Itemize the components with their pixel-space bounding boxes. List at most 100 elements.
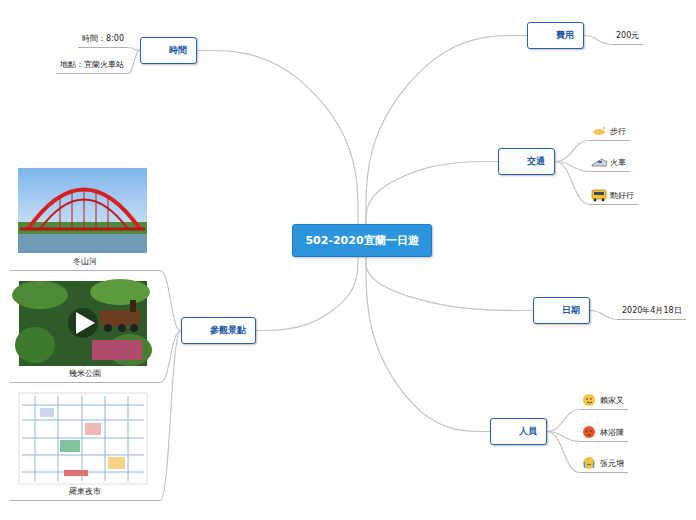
branch-line [547, 410, 580, 432]
node-text: 費用 [556, 29, 574, 42]
park-photo [100, 310, 140, 326]
subtopic: 勁好行 [590, 188, 638, 205]
node-text: 步行 [610, 126, 626, 137]
bus-icon [592, 190, 606, 201]
map-picture [40, 408, 54, 417]
branch-box: 費用 [527, 22, 584, 49]
branch-line [547, 432, 580, 473]
branch-line [366, 257, 533, 311]
map-picture [22, 420, 144, 421]
node-text: 幾米公園 [14, 368, 156, 379]
bridge-photo [28, 190, 140, 230]
bus-icon [592, 190, 606, 199]
picture-caption: 幾米公園 [10, 366, 160, 383]
branch-line [128, 51, 140, 74]
map-picture [105, 396, 106, 481]
node-text: 羅東夜市 [14, 486, 156, 497]
node-text: 交通 [527, 155, 545, 168]
train-icon [598, 161, 602, 163]
face-icon [583, 426, 595, 438]
branch-line [256, 257, 358, 331]
face-icon [587, 402, 592, 403]
node-text: 日期 [562, 304, 580, 317]
subtopic: 200元 [612, 28, 643, 45]
node-text: 人員 [519, 425, 537, 438]
node-text: 2020年4月18日 [622, 305, 682, 316]
park-photo [76, 312, 95, 334]
park-photo [90, 279, 150, 305]
park-photo [92, 340, 142, 360]
subtopic: 2020年4月18日 [618, 303, 686, 320]
branch-box: 交通 [498, 148, 555, 175]
branch-line [555, 162, 590, 205]
picture-caption: 冬山河 [10, 254, 160, 271]
face-icon [587, 464, 591, 465]
branch-line [590, 311, 618, 320]
central-topic: 502-2020宜蘭一日遊 [292, 224, 431, 257]
branch-line [366, 162, 498, 225]
map-picture [19, 393, 147, 484]
train-icon [592, 159, 607, 166]
subtopic: 張元增 [580, 456, 628, 473]
bridge-photo [18, 222, 147, 234]
foot-icon [603, 127, 606, 130]
face-icon [587, 435, 591, 436]
face-icon [583, 394, 595, 406]
park-photo [15, 327, 55, 363]
node-text: 火車 [610, 157, 626, 168]
face-icon [583, 457, 595, 469]
node-text: 冬山河 [14, 256, 156, 267]
bridge-photo [96, 190, 97, 229]
face-icon [583, 394, 595, 406]
subtopic: 火車 [590, 155, 630, 172]
map-picture [58, 396, 59, 481]
bridge-photo [72, 190, 73, 229]
node-text: 勁好行 [610, 190, 634, 201]
face-icon [583, 426, 595, 438]
map-picture [22, 455, 144, 456]
bridge-photo [108, 196, 109, 229]
node-text: 時間 [169, 44, 187, 57]
node-text: 時間：8:00 [82, 33, 124, 44]
train-icon [592, 159, 607, 166]
bus-icon [602, 199, 605, 202]
map-picture [128, 396, 129, 481]
face-icon [593, 462, 595, 468]
branch-line [555, 141, 590, 162]
face-icon [584, 462, 586, 468]
branch-line [160, 271, 181, 331]
map-picture [19, 393, 147, 484]
face-icon [590, 398, 592, 400]
branch-box: 參觀景點 [181, 317, 256, 344]
branch-line [160, 331, 181, 501]
subtopic: 地點：宜蘭火車站 [56, 57, 128, 74]
face-icon [586, 430, 588, 432]
branch-box: 時間 [140, 37, 197, 64]
bridge-photo [60, 196, 61, 229]
map-picture [85, 423, 101, 435]
node-text: 賴家又 [600, 395, 624, 406]
map-picture [35, 396, 36, 481]
park-photo [104, 324, 112, 332]
node-text: 參觀景點 [210, 324, 246, 337]
node-text: 200元 [616, 30, 639, 41]
branch-box: 人員 [490, 418, 547, 445]
map-picture [22, 396, 144, 481]
face-icon [590, 430, 592, 432]
node-text: 地點：宜蘭火車站 [60, 59, 124, 70]
subtopic: 時間：8:00 [78, 31, 128, 48]
face-icon [583, 457, 595, 469]
foot-icon [593, 127, 605, 135]
bridge-photo [18, 168, 147, 253]
bridge-photo [84, 189, 85, 229]
subtopic: 林浴陳 [580, 425, 628, 442]
park-photo [12, 281, 68, 309]
bus-icon [594, 192, 604, 195]
bridge-photo [18, 234, 147, 253]
park-photo [130, 300, 136, 312]
bridge-photo [18, 168, 147, 253]
